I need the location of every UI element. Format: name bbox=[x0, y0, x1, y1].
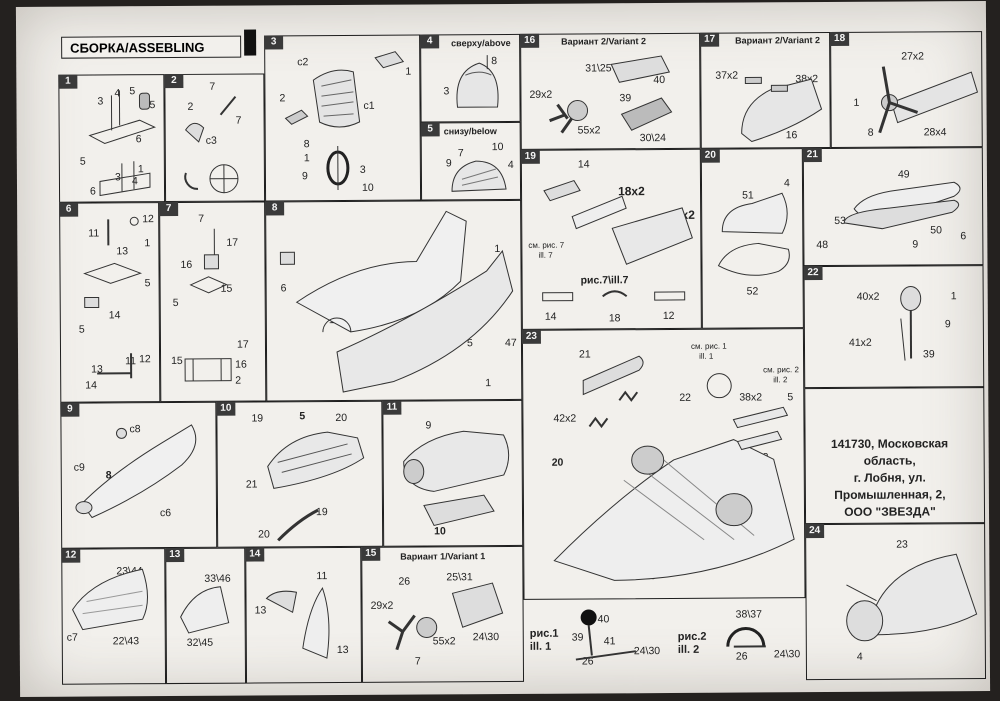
step-20-panel: 20 51 4 52 bbox=[700, 148, 804, 329]
step-23-panel: 23 21 см. рис. 1 ill. 1 см. рис. 2 ill. … bbox=[521, 328, 806, 600]
part-label: 24\30 bbox=[633, 645, 661, 658]
step-5-panel: 5 снизу/below 9 7 10 4 bbox=[420, 121, 522, 201]
ill1-caption: рис.1 ill. 1 bbox=[530, 628, 559, 654]
part-label: 40 bbox=[597, 613, 610, 626]
step-19-panel: 19 14 18x2 12x2 см. рис. 7 ill. 7 рис.7\… bbox=[520, 148, 702, 330]
engine-variant-2-drawing bbox=[549, 55, 673, 134]
manufacturer-address: 141730, Московская область, г. Лобня, ул… bbox=[805, 435, 976, 521]
part-label: 39 bbox=[571, 631, 584, 644]
step-9-panel: 9 c8 c9 8 c6 bbox=[60, 401, 218, 549]
main-assembly-drawing bbox=[553, 355, 795, 581]
ill2-caption: рис.2 ill. 2 bbox=[678, 631, 707, 657]
seat-assembly-drawing bbox=[88, 90, 157, 197]
elevator-drawing bbox=[180, 586, 230, 634]
step-14-panel: 14 11 13 13 bbox=[245, 546, 363, 684]
title-accent-bar bbox=[244, 29, 257, 56]
engine-cowl-top-drawing bbox=[456, 55, 499, 108]
wing-assembly-drawing bbox=[542, 179, 693, 302]
ill2-caption-ru: рис.2 bbox=[677, 630, 707, 643]
part-label: 24\30 bbox=[773, 648, 801, 661]
step-13-panel: 13 33\46 32\45 bbox=[165, 547, 247, 685]
ill1-caption-ru: рис.1 bbox=[529, 627, 559, 640]
fin-and-rudder-drawing bbox=[265, 587, 330, 659]
part-label: 26 bbox=[581, 655, 594, 668]
step-8-panel: 8 2 1 6 7 18 5 5 47 1 bbox=[265, 199, 523, 402]
step-4-panel: 4 сверху/above 8 3 bbox=[420, 33, 521, 123]
part-label: 38\37 bbox=[735, 608, 762, 621]
drop-tank-drawing bbox=[843, 181, 961, 230]
ill2-caption-en: ill. 2 bbox=[677, 643, 700, 656]
propeller-assembly-drawing bbox=[878, 66, 979, 134]
nacelle-variant-2-drawing bbox=[741, 76, 823, 143]
canopy-drawing bbox=[717, 192, 790, 276]
fuselage-details-drawing bbox=[75, 424, 197, 519]
cockpit-floor-drawing bbox=[83, 216, 143, 379]
address-line: 141730, Московская область, bbox=[830, 436, 949, 468]
engine-variant-1-drawing bbox=[387, 582, 504, 651]
canopy-frame-drawing bbox=[267, 431, 365, 542]
step-15-panel: 15 Вариант 1/Variant 1 26 25\31 29x2 55x… bbox=[361, 545, 525, 683]
control-stick-drawing bbox=[184, 95, 239, 194]
step-12-panel: 12 23\44 c7 22\43 bbox=[61, 548, 167, 685]
instruction-sheet: СБОРКА/ASSEBLING 1 3 4 5 5 6 5 1 6 3 4 2… bbox=[15, 1, 991, 697]
tailplane-drawing bbox=[72, 568, 149, 631]
step-2-panel: 2 7 2 7 c3 bbox=[164, 73, 266, 203]
fuselage-halves-drawing bbox=[279, 210, 514, 393]
part-label: 41 bbox=[603, 635, 616, 648]
step-16-panel: 16 Вариант 2/Variant 2 31\25 29x2 40 39 … bbox=[520, 32, 701, 150]
address-line: г. Лобня, ул. Промышленная, 2, bbox=[834, 470, 946, 502]
step-21-panel: 21 49 53 48 9 50 6 bbox=[802, 147, 984, 267]
rudder-pedals-drawing bbox=[184, 228, 232, 382]
page-title: СБОРКА/ASSEBLING bbox=[61, 35, 242, 59]
step-6-panel: 6 12 11 1 13 5 5 14 13 11 12 14 bbox=[59, 202, 161, 403]
step-24-panel: 24 23 4 bbox=[805, 523, 987, 681]
address-line: ООО "ЗВЕЗДА" bbox=[844, 504, 936, 519]
step-7-panel: 7 7 17 16 15 5 17 15 16 2 bbox=[159, 201, 267, 403]
step-3-panel: 3 c2 1 c1 2 8 1 9 3 10 bbox=[264, 34, 422, 202]
part-label: 26 bbox=[735, 650, 748, 663]
step-22-panel: 22 40x2 1 41x2 9 39 bbox=[803, 265, 985, 389]
step-1-panel: 1 3 4 5 5 6 5 1 6 3 4 bbox=[58, 74, 166, 203]
nose-cone-drawing bbox=[846, 553, 978, 642]
ill1-caption-en: ill. 1 bbox=[529, 640, 552, 653]
engine-cowl-bottom-drawing bbox=[451, 160, 507, 192]
step-17-panel: 17 Вариант 2/Variant 2 37x2 38x2 16 bbox=[700, 31, 831, 149]
step-10-panel: 10 19 5 20 21 20 19 bbox=[216, 400, 384, 548]
step-18-panel: 18 27x2 1 8 28x4 bbox=[830, 31, 983, 148]
step-11-panel: 11 9 10 bbox=[382, 399, 524, 547]
fuselage-nose-drawing bbox=[403, 430, 510, 527]
cockpit-frame-drawing bbox=[284, 51, 405, 191]
landing-gear-wheel-drawing bbox=[900, 286, 922, 361]
